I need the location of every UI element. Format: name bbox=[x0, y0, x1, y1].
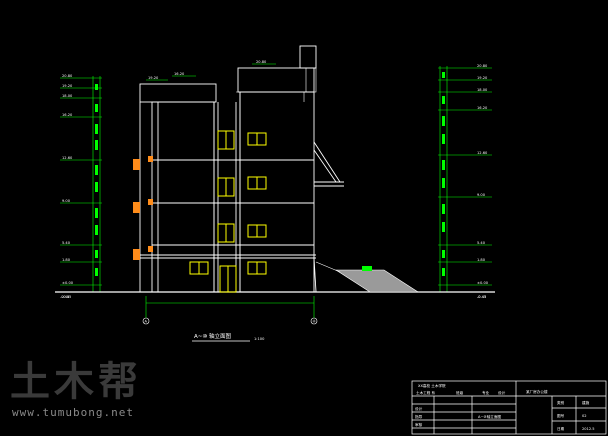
left-level-9: ±0.00 bbox=[62, 281, 74, 285]
left-level-8: 1.80 bbox=[62, 258, 71, 262]
entrance-ramp bbox=[315, 261, 420, 293]
roof-label-2: 16.20 bbox=[174, 72, 185, 76]
axis-bubbles bbox=[142, 317, 318, 325]
balconies bbox=[133, 156, 153, 260]
watermark-url: www.tumubong.net bbox=[12, 406, 134, 419]
title-school: XX高校 土木学院 bbox=[418, 383, 446, 388]
title-row-label-3: 审核 bbox=[415, 422, 423, 427]
title-drawing-name: A~⑩轴立面图 bbox=[478, 414, 501, 419]
title-class-label: 班级 bbox=[456, 390, 464, 395]
title-right-label-2: 图号 bbox=[557, 413, 565, 418]
right-level-7: 5.40 bbox=[477, 241, 486, 245]
windows bbox=[189, 130, 267, 293]
left-dim-ticks bbox=[95, 84, 98, 276]
right-level-3: 18.00 bbox=[477, 88, 488, 92]
left-level-2: 19.20 bbox=[62, 84, 73, 88]
right-level-6: 9.00 bbox=[477, 193, 486, 197]
ground-level-right: -0.45 bbox=[477, 295, 486, 299]
roof-detail bbox=[236, 67, 317, 102]
right-level-10: -0.45 bbox=[477, 295, 486, 299]
roof-labels bbox=[146, 63, 276, 81]
right-dimension-column bbox=[438, 66, 492, 292]
right-level-8: 1.80 bbox=[477, 258, 486, 262]
title-major-label: 专业 bbox=[482, 390, 490, 395]
axis-label-right: ⑩ bbox=[313, 320, 316, 324]
elevation-title-text: A~⑩ 轴立面图 bbox=[194, 332, 232, 340]
title-block bbox=[411, 380, 607, 435]
title-right-value-1: 建施 bbox=[582, 400, 590, 405]
elevation-scale: 1:100 bbox=[254, 337, 265, 341]
title-right-label-3: 日期 bbox=[557, 426, 565, 431]
title-major-value: 设计 bbox=[498, 390, 506, 395]
right-level-9: ±0.00 bbox=[477, 281, 489, 285]
left-dimension-column bbox=[60, 76, 102, 292]
ground-level-left: -0.45 bbox=[60, 295, 69, 299]
left-level-10: -0.45 bbox=[62, 295, 71, 299]
title-right-value-2: 02 bbox=[582, 414, 587, 418]
right-level-5: 12.60 bbox=[477, 151, 488, 155]
watermark: 土木帮 www.tumubong.net bbox=[10, 360, 160, 422]
right-level-2: 19.20 bbox=[477, 76, 488, 80]
elevation-title: A~⑩ 轴立面图 1:100 bbox=[192, 332, 265, 342]
axis-label-left: A bbox=[145, 320, 148, 324]
left-level-4: 16.20 bbox=[62, 113, 73, 117]
title-project: 某厂房办公楼 bbox=[526, 389, 548, 394]
title-row-label-2: 指导 bbox=[415, 414, 423, 419]
building bbox=[139, 45, 344, 293]
roof-label-1: 19.20 bbox=[148, 76, 159, 80]
right-level-labels: 20.80 19.20 18.00 16.20 12.60 9.00 5.40 … bbox=[477, 64, 489, 299]
left-level-labels: 20.80 19.20 18.00 16.20 12.60 9.00 5.40 … bbox=[62, 74, 74, 299]
title-right-value-3: 2012.5 bbox=[582, 427, 595, 431]
left-level-5: 12.60 bbox=[62, 156, 73, 160]
bottom-dimension bbox=[145, 296, 315, 318]
title-right-label-1: 类别 bbox=[557, 400, 565, 405]
left-level-6: 9.00 bbox=[62, 199, 71, 203]
left-level-1: 20.80 bbox=[62, 74, 73, 78]
title-row-label-1: 设计 bbox=[415, 406, 423, 411]
left-level-7: 5.40 bbox=[62, 241, 71, 245]
watermark-logo: 土木帮 bbox=[10, 359, 142, 405]
right-level-1: 20.80 bbox=[477, 64, 488, 68]
right-dim-ticks bbox=[442, 72, 445, 276]
right-level-4: 16.20 bbox=[477, 106, 488, 110]
roof-label-3: 20.80 bbox=[256, 60, 267, 64]
left-level-3: 18.00 bbox=[62, 94, 73, 98]
title-department: 土木工程 系 bbox=[416, 390, 436, 395]
